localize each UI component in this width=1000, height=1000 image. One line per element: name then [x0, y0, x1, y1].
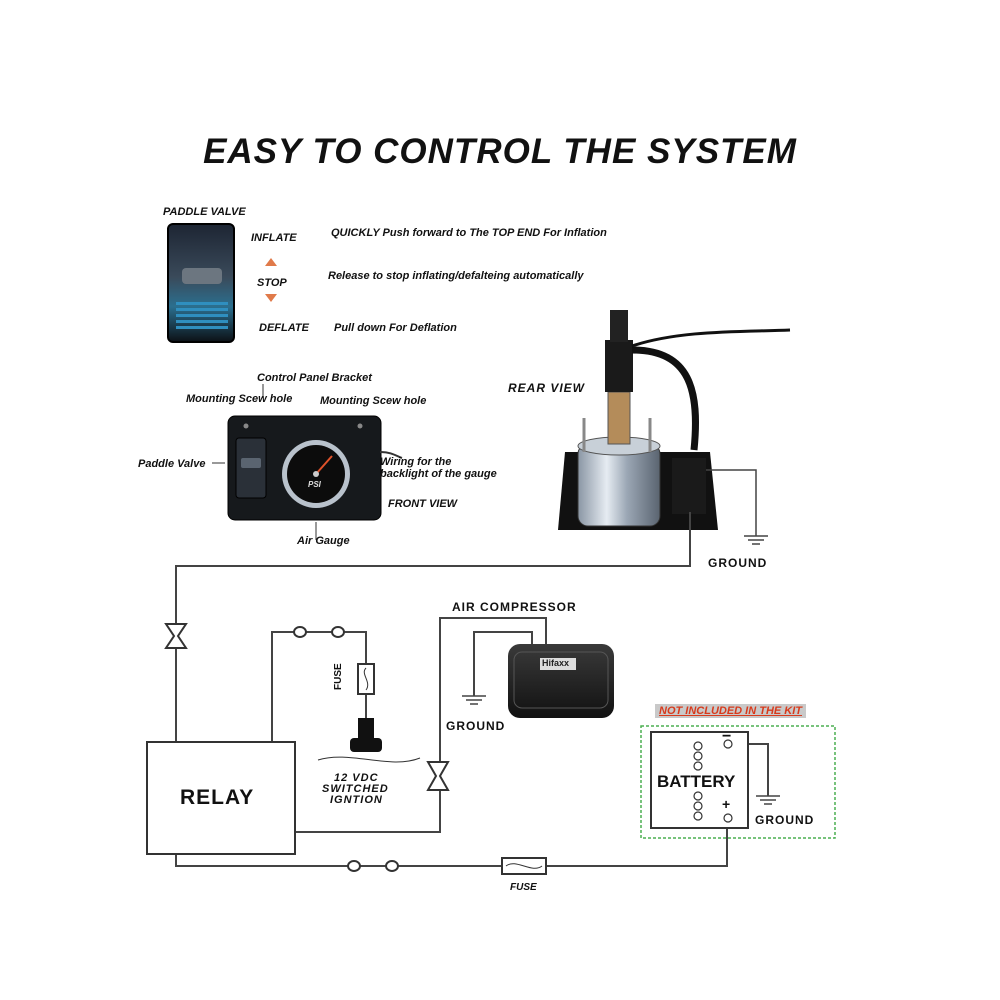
paddle-valve-label: Paddle Valve	[138, 458, 206, 470]
fuse-bottom-label: FUSE	[510, 882, 537, 893]
relay-box	[146, 741, 296, 855]
ignition-line2: SWITCHED	[322, 783, 389, 795]
fuse-bottom-icon	[501, 857, 547, 875]
fuse-vertical-label: FUSE	[333, 663, 344, 690]
paddle-valve-heading: PADDLE VALVE	[163, 206, 246, 218]
battery-label: BATTERY	[657, 772, 736, 791]
deflate-arrow-icon	[265, 294, 277, 302]
compressor-ground-symbol	[462, 695, 486, 705]
not-included-badge: NOT INCLUDED IN THE KIT	[655, 704, 806, 718]
gauge-unit-label: PSI	[308, 480, 321, 489]
stop-label: STOP	[257, 277, 287, 289]
compressor-brand: Hifaxx	[542, 658, 570, 668]
paddle-valve-image	[167, 223, 235, 343]
bracket-label: Control Panel Bracket	[257, 372, 372, 384]
battery-dashed-frame	[640, 725, 836, 839]
ignition-line3: IGNTION	[330, 794, 383, 806]
rear-ground-symbol	[706, 469, 768, 545]
connector-icons	[164, 623, 450, 872]
ignition-switch-icon	[317, 718, 421, 763]
battery-plus-label: +	[722, 796, 731, 812]
wiring-label-line1: Wiring for the	[380, 456, 452, 468]
page-title: EASY TO CONTROL THE SYSTEM	[203, 132, 797, 171]
relay-label: RELAY	[180, 786, 255, 809]
mounting-hole-left-label: Mounting Scew hole	[186, 393, 293, 405]
rear-view-label: REAR VIEW	[508, 381, 586, 395]
compressor-ground-label: GROUND	[446, 719, 506, 733]
deflate-description: Pull down For Deflation	[334, 322, 457, 334]
ignition-line1: 12 VDC	[334, 772, 379, 784]
mounting-hole-right-label: Mounting Scew hole	[320, 395, 427, 407]
control-panel-front	[227, 415, 403, 521]
front-view-label: FRONT VIEW	[388, 498, 458, 510]
inflate-description: QUICKLY Push forward to The TOP END For …	[331, 227, 607, 239]
battery-cells-icon	[693, 739, 733, 823]
circuit-wires	[175, 512, 769, 867]
stop-description: Release to stop inflating/defalteing aut…	[328, 270, 584, 282]
wiring-label-line2: backlight of the gauge	[380, 468, 497, 480]
deflate-label: DEFLATE	[259, 322, 309, 334]
rear-ground-label: GROUND	[708, 556, 768, 570]
gauge-rear-view	[558, 310, 791, 530]
air-compressor-label: AIR COMPRESSOR	[452, 600, 577, 614]
battery-ground-symbol	[756, 795, 780, 805]
air-compressor-image	[508, 644, 614, 718]
inflate-label: INFLATE	[251, 232, 297, 244]
fuse-vertical-icon	[357, 663, 375, 695]
inflate-arrow-icon	[265, 258, 277, 266]
battery-ground-label: GROUND	[755, 813, 815, 827]
battery-minus-label: −	[722, 728, 732, 745]
air-gauge-label: Air Gauge	[297, 535, 350, 547]
